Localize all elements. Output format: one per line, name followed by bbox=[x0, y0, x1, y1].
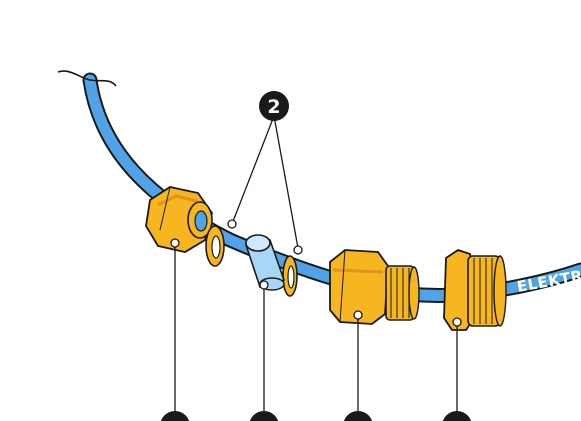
gland-nut bbox=[329, 249, 420, 325]
callout-part-c bbox=[343, 310, 373, 421]
washer-right bbox=[282, 255, 298, 297]
callout-washers: 2 bbox=[227, 91, 303, 255]
callout-part-a bbox=[160, 238, 190, 421]
washer-left bbox=[205, 225, 225, 267]
cable-label: ELEKTRA bbox=[516, 265, 581, 296]
hex-nut-left bbox=[145, 186, 213, 253]
callout-badge-a bbox=[160, 411, 190, 421]
callout-part-d bbox=[442, 317, 472, 421]
body-fitting bbox=[443, 249, 507, 331]
callout-part-b bbox=[249, 280, 279, 421]
cable: ELEKTRA bbox=[57, 70, 581, 304]
callout-badge-c bbox=[343, 411, 373, 421]
callout-badge-d bbox=[442, 411, 472, 421]
callout-number-2: 2 bbox=[267, 96, 280, 118]
callout-badge-b bbox=[249, 411, 279, 421]
callout-badge-2 bbox=[259, 91, 289, 121]
